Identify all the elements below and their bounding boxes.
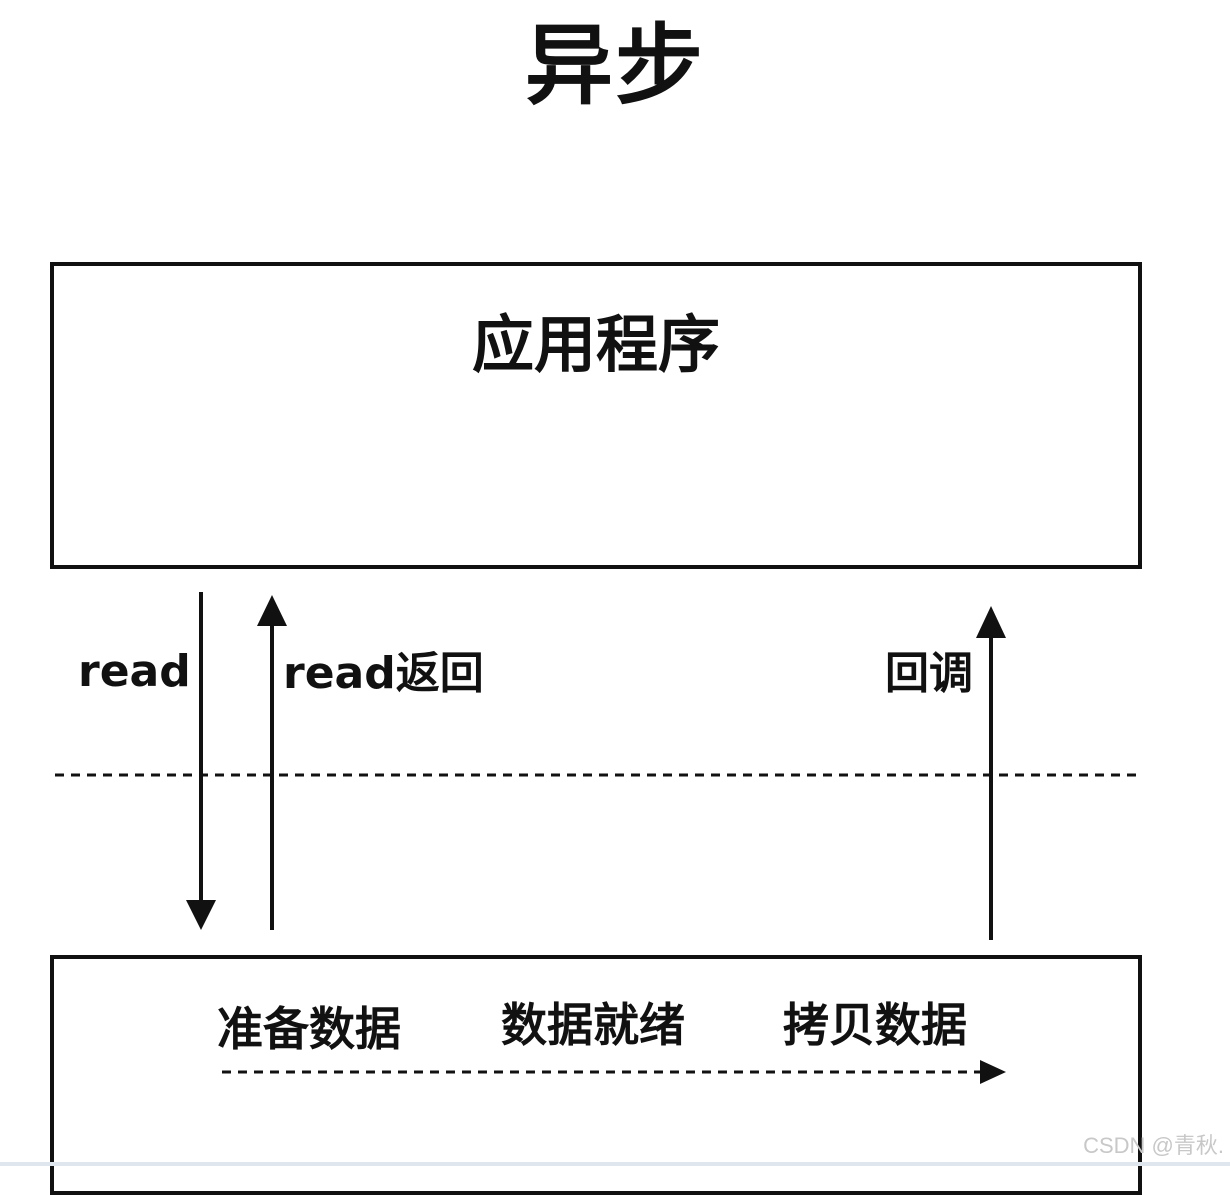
read-return-label: read返回 bbox=[283, 648, 484, 699]
application-label: 应用程序 bbox=[471, 308, 720, 381]
diagram-title: 异步 bbox=[524, 14, 705, 117]
application-box: 应用程序 bbox=[50, 262, 1142, 569]
stage-prepare-data: 准备数据 bbox=[217, 1002, 401, 1056]
stage-data-ready: 数据就绪 bbox=[501, 998, 685, 1052]
read-label: read bbox=[78, 646, 191, 697]
diagram-lines bbox=[55, 592, 1140, 1084]
bottom-strip bbox=[0, 1162, 1230, 1166]
callback-arrow-head bbox=[976, 606, 1006, 638]
process-dashed-arrow-head bbox=[980, 1060, 1006, 1084]
watermark: CSDN @青秋. bbox=[1083, 1133, 1224, 1158]
read-return-arrow-head bbox=[257, 595, 287, 626]
kernel-box bbox=[50, 955, 1142, 1195]
stage-copy-data: 拷贝数据 bbox=[783, 998, 967, 1052]
read-arrow-head bbox=[186, 900, 216, 930]
callback-label: 回调 bbox=[885, 648, 973, 699]
